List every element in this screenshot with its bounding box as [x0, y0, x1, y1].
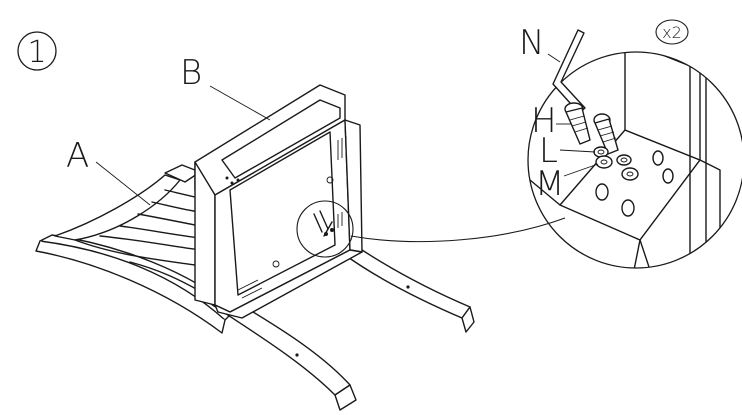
label-l: L [539, 131, 558, 171]
bolt-h [564, 102, 619, 155]
leader-b [209, 85, 271, 121]
label-n: N [519, 23, 544, 63]
front-leg [344, 245, 475, 333]
flat-washer-m [595, 155, 639, 181]
step-circle [17, 31, 57, 71]
hex-key-n [552, 29, 586, 114]
detail-spot [296, 200, 354, 258]
leader-n [547, 53, 561, 63]
part-labels: A B [66, 53, 271, 206]
magnifier-circle [527, 51, 742, 269]
detail-connector [350, 217, 566, 243]
leader-a [95, 161, 151, 206]
quantity-text: x2 [662, 23, 682, 42]
leader-l [559, 149, 596, 153]
detail-spot-circle [296, 200, 354, 258]
quantity-oval [655, 19, 689, 45]
leader-m [563, 163, 599, 177]
label-h: H [531, 101, 557, 141]
label-b: B [180, 53, 202, 93]
quantity-badge: x2 [655, 19, 689, 45]
spring-washer-l [593, 146, 632, 166]
seat-frame-part-b [194, 84, 363, 319]
label-a: A [66, 136, 89, 176]
label-m: M [535, 164, 564, 204]
magnified-detail: N H L M x2 [519, 19, 742, 269]
chair-assembly [35, 84, 566, 411]
step-indicator: 1 [17, 31, 57, 71]
step-number: 1 [27, 35, 46, 70]
